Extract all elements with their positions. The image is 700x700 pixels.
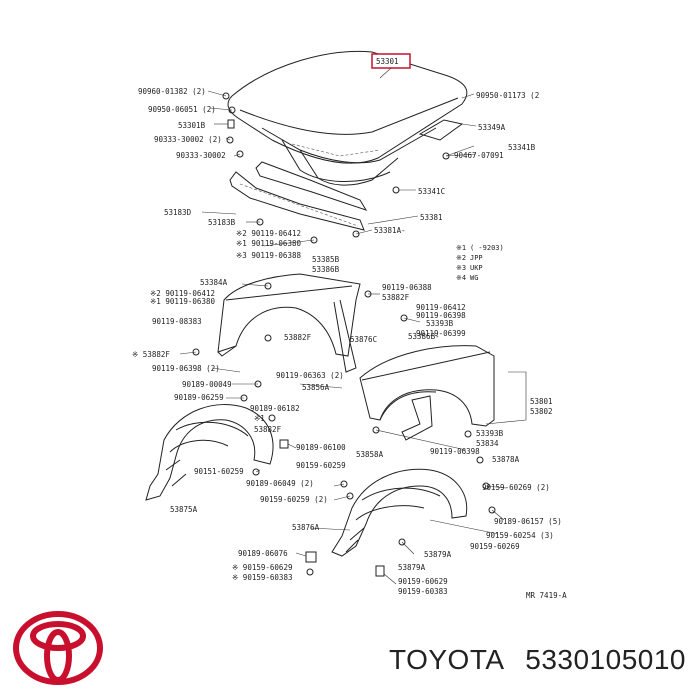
- part-label: 53876C: [350, 335, 377, 344]
- part-label: 90119-06412: [416, 303, 466, 312]
- part-label: 53301B: [178, 121, 206, 130]
- part-label: 90151-60259: [194, 467, 244, 476]
- part-label: 90159-60259 (2): [260, 495, 328, 504]
- part-label: 90960-01382 (2): [138, 87, 206, 96]
- part-label: ※ 53882F: [132, 350, 170, 359]
- leader-lines: [179, 90, 527, 585]
- part-label: 53393B: [476, 429, 504, 438]
- part-label: 53875A: [170, 505, 198, 514]
- legend-mark-4: ※4: [456, 274, 466, 282]
- part-label: 53386B-: [408, 332, 440, 341]
- part-label: 53183B: [208, 218, 236, 227]
- part-label: 53801: [530, 397, 553, 406]
- part-label: 90189-06049 (2): [246, 479, 314, 488]
- part-label: 90189-06157 (5): [494, 517, 562, 526]
- part-label: 90119-06399: [416, 329, 466, 338]
- part-number: 5330105010: [525, 644, 686, 675]
- part-label: 90119-06398: [430, 447, 480, 456]
- part-label: 53393B: [426, 319, 454, 328]
- part-label: 53834: [476, 439, 499, 448]
- fender-liner-right: [331, 468, 468, 557]
- fasteners: [192, 92, 496, 577]
- part-label: 53386B: [312, 265, 340, 274]
- part-labels: 90960-01382 (2) 90950-01173 (2 90950-060…: [132, 87, 562, 596]
- applicability-legend: ※1 ( -9203) ※2 JPP ※3 UKP ※4 WG: [456, 244, 504, 282]
- part-label: 53802: [530, 407, 553, 416]
- part-label: ※1 90119-06380: [236, 239, 301, 248]
- part-label: 53882F: [254, 425, 282, 434]
- fender-liner-left: [145, 404, 274, 501]
- part-label: 90119-06388: [382, 283, 432, 292]
- hood-callout: 53301: [376, 57, 399, 66]
- part-label: 53183D: [164, 208, 192, 217]
- part-label: 90159-60629: [398, 577, 448, 586]
- front-fender-left: [217, 273, 361, 373]
- part-label: 90189-06182: [250, 404, 300, 413]
- part-label: ※ 90159-60383: [232, 573, 292, 582]
- part-label: ※1 90119-06380: [150, 297, 215, 306]
- part-label: 53856A: [302, 383, 330, 392]
- legend-mark-3: ※3: [456, 264, 466, 272]
- part-label: 90333-30002: [176, 151, 226, 160]
- part-label: ※ 90159-60629: [232, 563, 292, 572]
- part-label: 53381: [420, 213, 443, 222]
- part-label: 53879A: [424, 550, 452, 559]
- legend-text-2: JPP: [470, 254, 483, 262]
- part-label: 53882F: [382, 293, 410, 302]
- part-label: ※2 90119-06412: [236, 229, 301, 238]
- parts-diagram: 53301: [132, 50, 567, 600]
- part-label: 90467-07091: [454, 151, 504, 160]
- part-label: 53385B: [312, 255, 340, 264]
- diagram-ref-code: MR 7419-A: [526, 591, 567, 600]
- part-label: 90119-06398: [416, 311, 466, 320]
- part-label: 90119-06398 (2): [152, 364, 220, 373]
- part-label: 90159-60269 (2): [482, 483, 550, 492]
- part-label: 90950-06051 (2): [148, 105, 216, 114]
- part-label: 90159-60254 (3): [486, 531, 554, 540]
- hood-panel: [227, 50, 468, 186]
- part-label: 90119-08383: [152, 317, 202, 326]
- part-label: 53858A: [356, 450, 384, 459]
- part-label: ※2 90119-06412: [150, 289, 215, 298]
- part-label: 90333-30002 (2): [154, 135, 222, 144]
- legend-mark-2: ※2: [456, 254, 466, 262]
- legend-text-4: WG: [470, 274, 478, 282]
- legend-mark-1: ※1: [456, 244, 466, 252]
- part-label: 90189-00049: [182, 380, 232, 389]
- part-label: 90950-01173 (2: [476, 91, 539, 100]
- part-label: 53384A: [200, 278, 228, 287]
- part-label: 53878A: [492, 455, 520, 464]
- hood-seal: [229, 161, 368, 231]
- part-label: ※3 90119-06388: [236, 251, 301, 260]
- toyota-logo-icon: [13, 611, 103, 685]
- part-label: 53341C: [418, 187, 445, 196]
- part-label: 90189-06076: [238, 549, 288, 558]
- brand-and-part-number: TOYOTA 5330105010: [389, 644, 686, 676]
- legend-text-1: ( -9203): [470, 244, 504, 252]
- legend-text-3: UKP: [470, 264, 483, 272]
- part-label: 53879A: [398, 563, 426, 572]
- front-fender-right: [359, 345, 495, 441]
- part-label: 90119-06363 (2): [276, 371, 344, 380]
- part-label: ※1: [254, 414, 265, 423]
- part-label: 90159-60383: [398, 587, 448, 596]
- part-label: 53341B: [508, 143, 536, 152]
- part-label: 90189-06259: [174, 393, 224, 402]
- part-label: 53876A: [292, 523, 320, 532]
- part-label: 90159-60269: [470, 542, 520, 551]
- part-label: 53882F: [284, 333, 312, 342]
- part-label: 53349A: [478, 123, 506, 132]
- part-label: 53381A-: [374, 226, 406, 235]
- part-label: 90159-60259: [296, 461, 346, 470]
- part-label: 90189-06100: [296, 443, 346, 452]
- brand-name: TOYOTA: [388, 644, 503, 675]
